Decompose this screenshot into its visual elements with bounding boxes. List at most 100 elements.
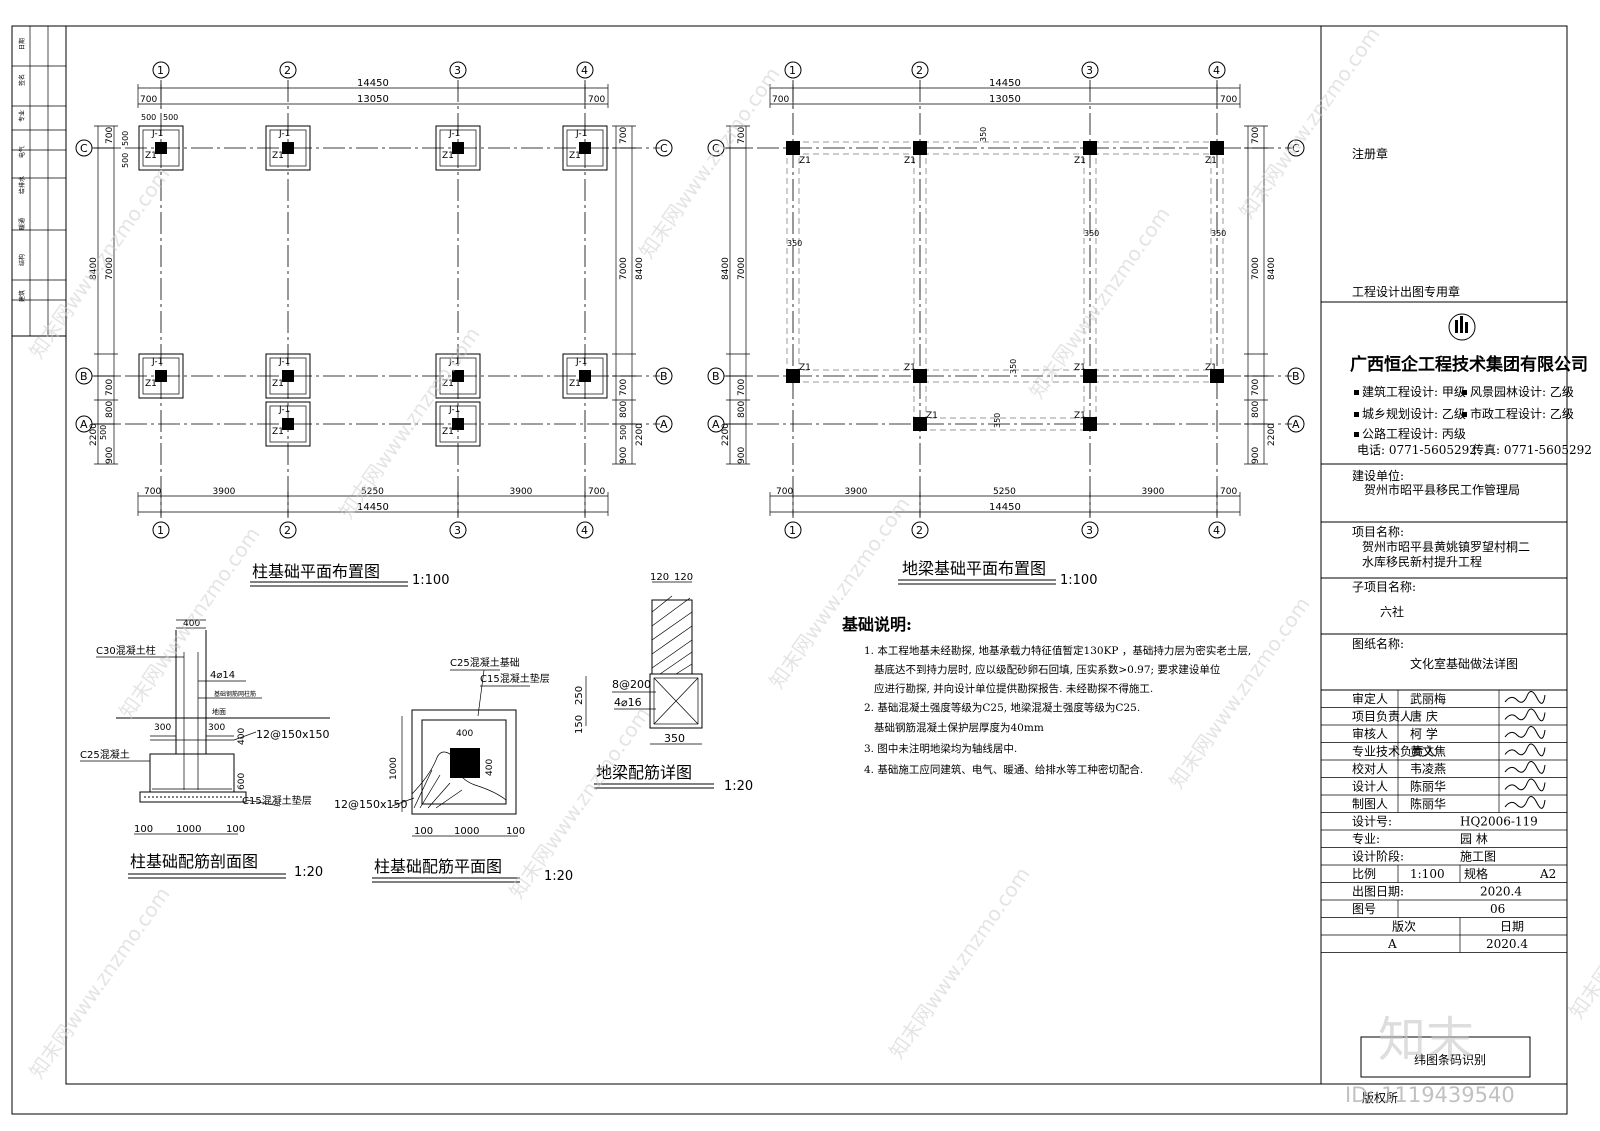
axis-label: 4 <box>581 524 588 537</box>
role-label: 校对人 <box>1352 761 1388 776</box>
svg-text:120: 120 <box>650 572 669 583</box>
column-z1 <box>155 142 167 154</box>
svg-text:六社: 六社 <box>1380 604 1404 619</box>
svg-text:2. 基础混凝土强度等级为C25, 地梁混凝土强度等级为C2: 2. 基础混凝土强度等级为C25, 地梁混凝土强度等级为C25. <box>864 701 1140 714</box>
axis-label: 2 <box>284 524 291 537</box>
axis-label: 3 <box>1086 524 1093 537</box>
c30-label: C30混凝土柱 <box>96 644 156 657</box>
svg-text:基底达不到持力层时, 应以级配砂卵石回填, 压实系数>0.9: 基底达不到持力层时, 应以级配砂卵石回填, 压实系数>0.97; 要求建设单位 <box>874 663 1221 676</box>
column-label: Z1 <box>1074 411 1086 421</box>
svg-text:纬图条码识别: 纬图条码识别 <box>1414 1053 1486 1067</box>
axis-label: 2 <box>284 64 291 77</box>
title-block: 注册章 工程设计出图专用章 广西恒企工程技术集团有限公司 建筑工程设计: 甲级 … <box>1321 146 1592 1105</box>
column-z1 <box>1083 369 1097 383</box>
axis-label: C <box>712 142 720 155</box>
svg-text:4⌀14: 4⌀14 <box>210 670 235 681</box>
column-label: Z1 <box>569 151 581 161</box>
column-z1 <box>452 418 464 430</box>
axis-label: A <box>660 418 668 431</box>
axis-label: A <box>1292 418 1300 431</box>
axis-bubble <box>1208 61 1226 79</box>
svg-text:设计号:: 设计号: <box>1352 815 1392 829</box>
footing-j1: J-1Z1 <box>265 401 311 447</box>
axis-bubble <box>655 367 673 385</box>
svg-text:子项目名称:: 子项目名称: <box>1352 579 1416 594</box>
svg-text:图纸名称:: 图纸名称: <box>1352 636 1404 651</box>
axis-bubble <box>279 521 297 539</box>
footing-j1: J-1Z1 <box>138 125 184 171</box>
foundation-notes: 基础说明: 1. 本工程地基未经勘探, 地基承载力特征值暂定130KP ，基础持… <box>841 615 1251 776</box>
svg-text:100: 100 <box>506 826 525 837</box>
axis-bubble <box>152 521 170 539</box>
column-label: Z1 <box>272 379 284 389</box>
svg-text:3. 图中未注明地梁均为轴线居中.: 3. 图中未注明地梁均为轴线居中. <box>864 742 1017 755</box>
svg-text:5250: 5250 <box>361 487 384 497</box>
column-z1 <box>282 370 294 382</box>
svg-text:120: 120 <box>674 572 693 583</box>
column-z1 <box>913 417 927 431</box>
axis-bubble <box>576 61 594 79</box>
svg-text:2200: 2200 <box>721 423 731 446</box>
signature <box>1504 743 1546 757</box>
axis-label: A <box>80 418 88 431</box>
footing-label: J-1 <box>575 129 587 139</box>
svg-text:14450: 14450 <box>357 78 389 89</box>
footing-j1: J-1Z1 <box>562 353 608 399</box>
svg-text:900: 900 <box>105 447 115 464</box>
footing-label: J-1 <box>278 405 290 415</box>
svg-text:400: 400 <box>485 759 495 776</box>
company-name: 广西恒企工程技术集团有限公司 <box>1350 354 1588 375</box>
svg-text:8400: 8400 <box>721 257 731 280</box>
svg-text:800: 800 <box>1251 401 1261 418</box>
axis-bubble <box>1287 367 1305 385</box>
column-z1 <box>1210 369 1224 383</box>
svg-text:应进行勘探, 并向设计单位提供勘探报告. 未经勘探不得施工.: 应进行勘探, 并向设计单位提供勘探报告. 未经勘探不得施工. <box>874 682 1153 695</box>
column-z1 <box>282 418 294 430</box>
svg-text:500: 500 <box>163 113 178 122</box>
signature <box>1504 761 1546 774</box>
role-name: 柯 学 <box>1410 726 1438 741</box>
svg-text:7000: 7000 <box>619 257 629 280</box>
axis-label: 3 <box>1086 64 1093 77</box>
role-label: 审定人 <box>1352 691 1388 706</box>
svg-text:700: 700 <box>588 487 605 497</box>
svg-text:700: 700 <box>737 379 747 396</box>
axis-bubble <box>655 415 673 433</box>
beam-width: 350 <box>993 413 1002 428</box>
axis-bubble <box>75 367 93 385</box>
svg-text:500: 500 <box>619 425 628 440</box>
svg-text:8400: 8400 <box>635 257 645 280</box>
axis-bubble <box>784 521 802 539</box>
svg-text:地面: 地面 <box>212 707 226 716</box>
svg-text:700: 700 <box>737 127 747 144</box>
svg-text:1000: 1000 <box>454 826 479 837</box>
svg-text:700: 700 <box>776 487 793 497</box>
plan2-scale: 1:100 <box>1060 573 1097 588</box>
svg-text:700: 700 <box>105 127 115 144</box>
svg-text:700: 700 <box>1251 379 1261 396</box>
svg-text:14450: 14450 <box>989 78 1021 89</box>
column-z1 <box>452 370 464 382</box>
footing-label: J-1 <box>575 357 587 367</box>
svg-text:2200: 2200 <box>635 423 645 446</box>
role-label: 专业技术负责人 <box>1352 744 1436 759</box>
axis-bubble <box>707 367 725 385</box>
svg-text:版权所: 版权所 <box>1362 1091 1398 1105</box>
footing-j1: J-1Z1 <box>265 125 311 171</box>
axis-bubble <box>1081 521 1099 539</box>
svg-text:800: 800 <box>737 401 747 418</box>
axis-label: B <box>1292 370 1300 383</box>
svg-text:HQ2006-119: HQ2006-119 <box>1460 815 1538 829</box>
axis-bubble <box>707 139 725 157</box>
strip-label: 结构 <box>18 254 26 266</box>
axis-bubble <box>655 139 673 157</box>
svg-text:700: 700 <box>144 487 161 497</box>
drawing-frame <box>65 25 1568 1085</box>
footing-label: J-1 <box>448 357 460 367</box>
svg-text:600: 600 <box>237 773 247 790</box>
column-label: Z1 <box>904 156 916 166</box>
axis-bubble <box>449 521 467 539</box>
svg-text:1:20: 1:20 <box>544 869 573 884</box>
footing-label: J-1 <box>151 357 163 367</box>
svg-text:出图日期:: 出图日期: <box>1352 885 1404 899</box>
